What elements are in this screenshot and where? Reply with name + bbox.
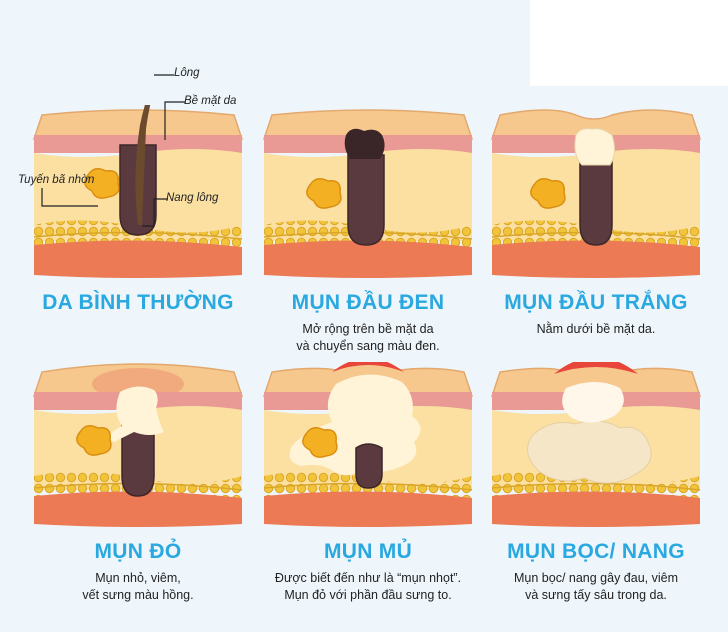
label-line-surface (164, 101, 185, 140)
panel-description: Mở rộng trên bề mặt da và chuyển sang mà… (252, 321, 484, 355)
description-line-2: Mụn đỏ với phần đầu sưng to. (284, 588, 452, 602)
label-follicle: Nang lông (166, 192, 219, 204)
panel-title: MỤN ĐẦU ĐEN (291, 291, 445, 314)
description-line-1: Mở rộng trên bề mặt da (302, 322, 434, 336)
panel-description: Mụn nhỏ, viêm, vết sưng màu hồng. (22, 570, 254, 604)
panel-description: Mụn bọc/ nang gây đau, viêm và sưng tấy … (480, 570, 712, 604)
panel-blackhead: MỤN ĐẦU ĐEN Mở rộng trên bề mặt da và ch… (252, 105, 484, 355)
blackhead-illustration (262, 109, 474, 278)
description-line-2: và sưng tấy sâu trong da. (525, 588, 667, 602)
whitehead-illustration (490, 109, 702, 278)
cyst-illustration (490, 362, 702, 527)
description-line-1: Mụn nhỏ, viêm, (95, 571, 181, 585)
panel-papule: MỤN ĐỎ Mụn nhỏ, viêm, vết sưng màu hồng. (22, 362, 254, 604)
label-line-gland (41, 188, 98, 207)
description-line-1: Được biết đến như là “mụn nhọt”. (274, 571, 462, 585)
panel-title: MỤN ĐẦU TRẮNG (504, 291, 688, 314)
label-line-hair (154, 74, 174, 76)
panel-title: MỤN ĐỎ (94, 540, 182, 563)
panel-description: Nằm dưới bề mặt da. (480, 321, 712, 338)
panel-title: MỤN BỌC/ NANG (507, 540, 685, 563)
panel-cyst: MỤN BỌC/ NANG Mụn bọc/ nang gây đau, viê… (480, 362, 712, 604)
papule-illustration (32, 363, 244, 527)
label-surface: Bề mặt da (184, 95, 237, 107)
label-line-follicle (142, 198, 168, 227)
description-line-2: vết sưng màu hồng. (82, 588, 194, 602)
panel-pustule: MỤN MỦ Được biết đến như là “mụn nhọt”. … (252, 362, 484, 604)
description-line-1: Nằm dưới bề mặt da. (536, 322, 656, 336)
normal-skin-illustration (32, 105, 244, 278)
label-hair: Lông (174, 67, 200, 79)
pustule-illustration (262, 362, 474, 527)
panel-description: Được biết đến như là “mụn nhọt”. Mụn đỏ … (252, 570, 484, 604)
corner-box (530, 0, 728, 86)
panel-normal-skin: DA BÌNH THƯỜNG (22, 105, 254, 315)
description-line-1: Mụn bọc/ nang gây đau, viêm (514, 571, 678, 585)
panel-title: DA BÌNH THƯỜNG (42, 291, 234, 314)
label-gland: Tuyến bã nhờn (18, 174, 95, 186)
description-line-2: và chuyển sang màu đen. (296, 339, 440, 353)
panel-whitehead: MỤN ĐẦU TRẮNG Nằm dưới bề mặt da. (480, 105, 712, 338)
panel-title: MỤN MỦ (323, 540, 413, 563)
